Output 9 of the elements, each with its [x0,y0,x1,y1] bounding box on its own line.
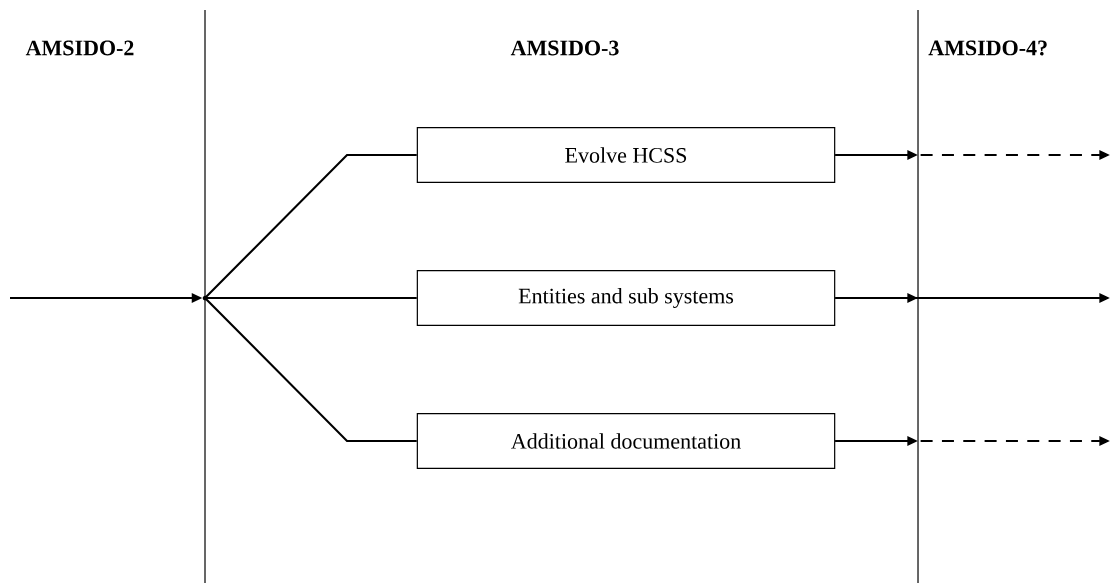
connector-line [204,297,417,443]
phase-heading: AMSIDO-4? [928,40,1047,56]
process-box: Evolve HCSS [416,127,836,183]
process-box: Entities and sub systems [416,270,836,326]
process-box: Additional documentation [416,413,836,469]
connector-line [204,153,417,299]
phase-heading: AMSIDO-3 [510,40,619,56]
phase-heading: AMSIDO-2 [25,40,134,56]
connector-line [205,296,417,300]
